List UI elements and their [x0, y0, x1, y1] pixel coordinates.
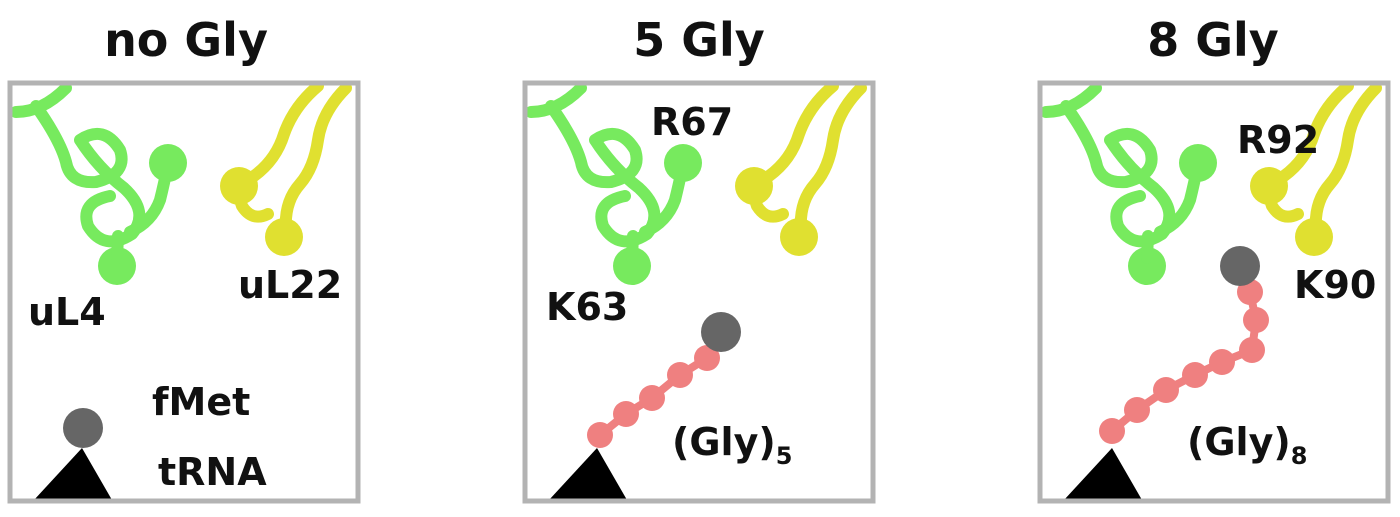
ul4-residue-top: [1179, 144, 1217, 182]
glycine-bead-4: [1182, 362, 1208, 388]
glycine-chain: [1099, 246, 1269, 444]
trna-label: tRNA: [158, 450, 267, 494]
ul4-label: uL4: [28, 290, 106, 334]
chain-label-subscript: 5: [776, 442, 793, 470]
glycine-bead-3: [639, 385, 665, 411]
panel-frame: [522, 80, 876, 504]
ul22-residue-left: [1250, 167, 1288, 205]
ul4-protein: [10, 83, 187, 285]
trna-triangle: [549, 448, 627, 500]
glycine-chain: [587, 312, 741, 448]
glycine-bead-2: [613, 401, 639, 427]
fmet-ball: [1220, 246, 1260, 286]
glycine-bead-5: [694, 345, 720, 371]
ul22-strand: [234, 83, 352, 236]
fmet-ball: [701, 312, 741, 352]
panel-no-gly: no Gly uL4 uL22 fMet tRNA: [7, 13, 361, 504]
residue-bottom-label: K90: [1294, 263, 1376, 307]
glycine-bead-7: [1243, 307, 1269, 333]
panel-frame: [7, 80, 361, 504]
panel-title: no Gly: [104, 13, 268, 67]
ul4-protein: [525, 83, 702, 285]
ul4-residue-bottom: [613, 247, 651, 285]
chain-label-subscript: 8: [1291, 442, 1308, 470]
panel-title: 5 Gly: [633, 13, 765, 67]
glycine-bead-6: [1239, 337, 1265, 363]
ul22-protein: [1250, 83, 1382, 256]
panel-5-gly: 5 Gly R67 K63 (Gly)5: [522, 13, 876, 504]
residue-top-label: R67: [651, 100, 733, 144]
ul22-residue-bottom: [1295, 218, 1333, 256]
panel-8-gly: 8 Gly R92 K90 (Gly)8: [1037, 13, 1391, 504]
chain-label: (Gly)5: [672, 420, 792, 470]
chain-label-main: (Gly): [1187, 420, 1291, 464]
glycine-bead-3: [1153, 377, 1179, 403]
residue-bottom-label: K63: [546, 285, 628, 329]
ul4-protein: [1040, 83, 1217, 285]
panel-frame: [1037, 80, 1391, 504]
chain-label-main: (Gly): [672, 420, 776, 464]
trna-triangle: [34, 448, 112, 500]
ul4-residue-top: [149, 144, 187, 182]
trna-triangle: [1064, 448, 1142, 500]
fmet-label: fMet: [152, 380, 250, 424]
ul22-protein: [220, 83, 352, 256]
panel-title: 8 Gly: [1147, 13, 1279, 67]
ul22-residue-left: [220, 167, 258, 205]
ul4-strand: [10, 83, 174, 248]
glycine-bead-2: [1124, 397, 1150, 423]
ul22-label: uL22: [238, 263, 342, 307]
glycine-bead-1: [1099, 418, 1125, 444]
ul22-residue-bottom: [265, 218, 303, 256]
ul4-residue-bottom: [1128, 247, 1166, 285]
ul4-residue-bottom: [98, 247, 136, 285]
ul22-protein: [735, 83, 867, 256]
ul4-residue-top: [664, 144, 702, 182]
fmet-ball: [63, 408, 103, 448]
ul22-strand: [749, 83, 867, 236]
ul22-residue-left: [735, 167, 773, 205]
glycine-bead-1: [587, 422, 613, 448]
glycine-bead-5: [1209, 349, 1235, 375]
residue-top-label: R92: [1237, 118, 1319, 162]
ul22-residue-bottom: [780, 218, 818, 256]
glycine-bead-4: [667, 362, 693, 388]
chain-label: (Gly)8: [1187, 420, 1307, 470]
ul4-strand: [1040, 83, 1204, 248]
